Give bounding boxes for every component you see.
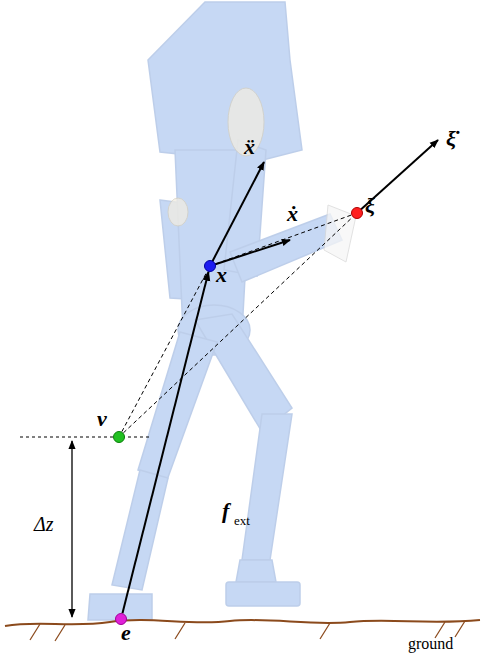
force-label: f bbox=[222, 500, 229, 522]
robot-body bbox=[88, 2, 342, 620]
force-arrow bbox=[122, 272, 208, 613]
dcm-point: ξ bbox=[351, 207, 363, 219]
vector-arrows bbox=[210, 140, 438, 266]
height-reference-line bbox=[20, 437, 150, 438]
dashed-guide-line bbox=[123, 217, 352, 433]
point-label: e bbox=[121, 622, 131, 644]
dcm-velocity-label: ξ̇ bbox=[446, 128, 456, 150]
force-subscript: ext bbox=[234, 514, 250, 527]
ground-label: ground bbox=[408, 636, 453, 652]
robot-accents bbox=[168, 88, 356, 262]
dashed-guide-line bbox=[122, 271, 207, 431]
height-dimension-arrow bbox=[71, 441, 72, 617]
ground-line bbox=[5, 620, 480, 626]
cmp-point: e bbox=[115, 613, 127, 625]
velocity-arrow bbox=[210, 240, 290, 266]
acceleration-label: ẍ bbox=[244, 136, 255, 158]
velocity-label: ẋ bbox=[287, 203, 298, 225]
vrp-point: v bbox=[113, 431, 125, 443]
dashed-guide-line bbox=[216, 215, 352, 264]
point-label: ξ bbox=[365, 195, 375, 217]
point-label: v bbox=[97, 408, 107, 430]
com-point: x bbox=[204, 260, 216, 272]
ground-hatch bbox=[30, 621, 465, 641]
height-label: Δz bbox=[34, 514, 54, 534]
point-label: x bbox=[216, 264, 227, 286]
